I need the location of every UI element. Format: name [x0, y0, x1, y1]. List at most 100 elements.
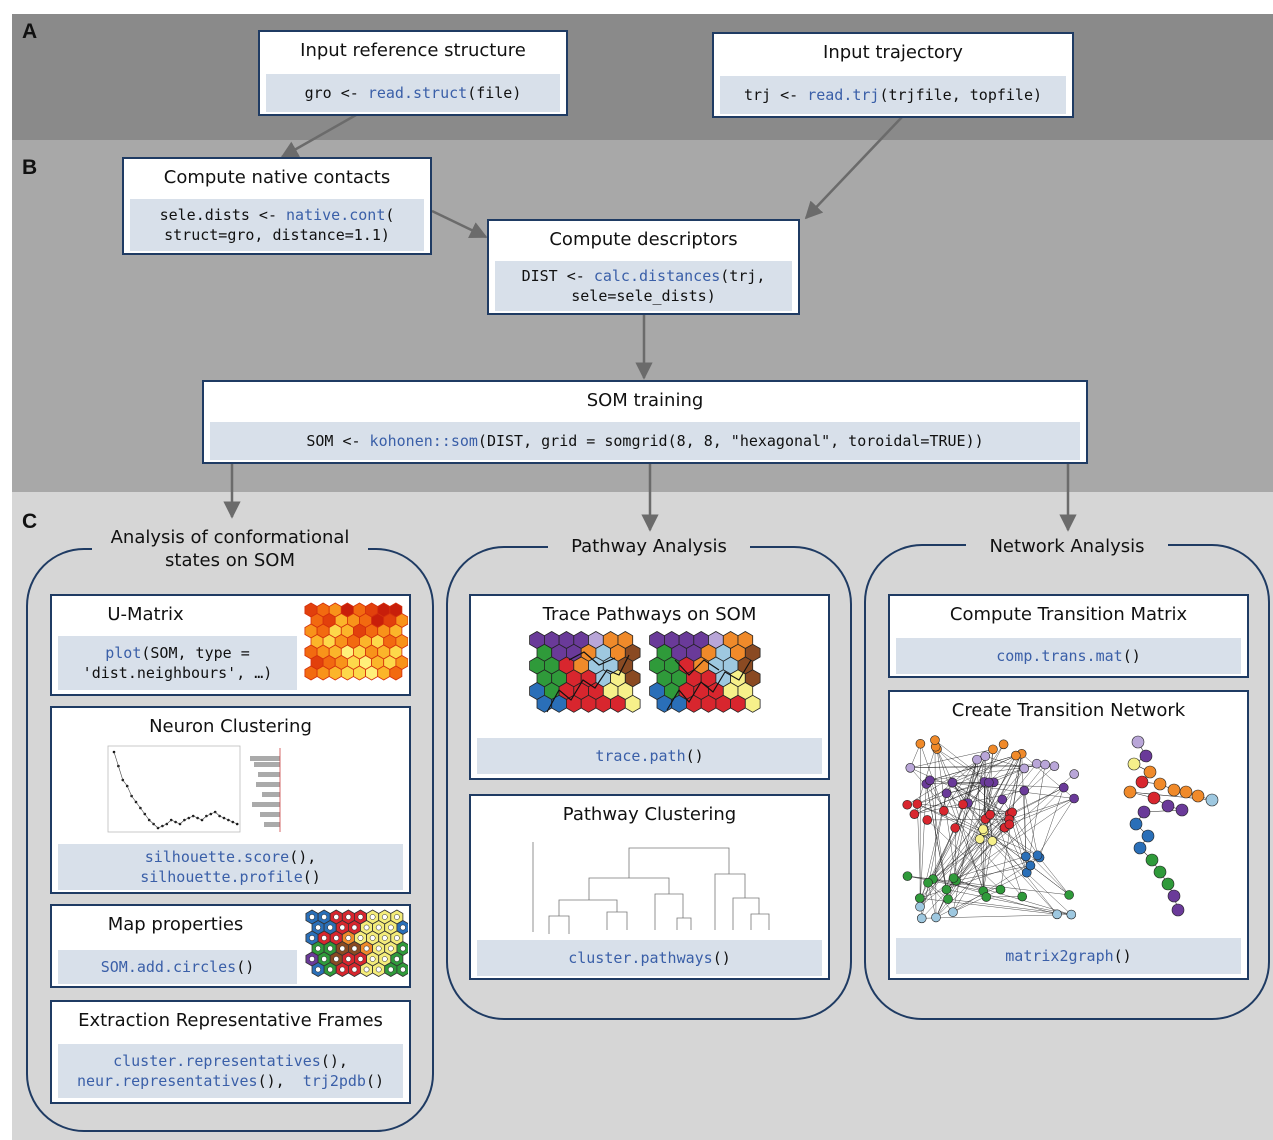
network-node [915, 901, 925, 912]
code-line: trace.path() [595, 746, 703, 766]
network-edge [946, 793, 1058, 915]
trace-cell [686, 694, 702, 713]
network-edge [943, 810, 985, 832]
network-edge [952, 753, 1022, 783]
map-circle [357, 914, 364, 920]
network-edge [927, 819, 1001, 890]
network-node [1011, 750, 1021, 761]
network-edge [917, 755, 1016, 805]
network-edge [934, 740, 989, 783]
map-circle [339, 966, 346, 973]
dendro-branch [558, 899, 618, 916]
umatrix-cell [340, 665, 354, 681]
code-text: () [302, 868, 321, 886]
trace-path-line [546, 654, 630, 713]
network-edge [1024, 790, 1038, 856]
network-node [916, 913, 927, 924]
trace-pathways-box: Trace Pathways on SOM trace.path() [469, 594, 830, 780]
network-edge [1143, 809, 1183, 813]
silhouette-bar [264, 822, 280, 827]
network-edge [1009, 787, 1064, 815]
umatrix-cell [316, 665, 330, 681]
code-line: 'dist.neighbours', …) [83, 663, 273, 683]
code-text: 'dist.neighbours', …) [82, 664, 273, 682]
map-circle [327, 966, 334, 973]
map-circle [381, 956, 388, 962]
dendro-branch [628, 847, 730, 878]
umatrix-cell [365, 665, 379, 681]
network-edge [927, 882, 954, 913]
code-line: silhouette.score(), [140, 847, 321, 867]
network-edge [1037, 855, 1070, 895]
code-text: gro <- [304, 84, 368, 102]
function-name: neur.representatives [76, 1072, 258, 1090]
network-node [1179, 785, 1193, 799]
network-node [974, 834, 985, 844]
network-edge [956, 880, 1072, 915]
code-text: (DIST, grid = somgrid(8, 8, "hexagonal",… [477, 432, 984, 450]
map-circle [369, 935, 376, 941]
map-circle [315, 945, 321, 952]
som-training-title: SOM training [586, 390, 704, 411]
map-circle [309, 956, 315, 962]
network-node [1040, 759, 1050, 770]
extraction-title: Extraction Representative Frames [78, 1010, 383, 1031]
code-text: ( [385, 206, 395, 224]
map-circle [381, 935, 388, 941]
descriptors-box: Compute descriptors DIST <- calc.distanc… [487, 219, 800, 315]
network-edge [929, 780, 947, 890]
network-node [947, 777, 958, 788]
network-node [941, 884, 952, 895]
code-text: SOM <- [306, 432, 370, 450]
transition-network-title: Create Transition Network [951, 700, 1186, 721]
network-edge [955, 798, 1075, 881]
map-circle [339, 924, 346, 931]
pathway-clustering-title: Pathway Clustering [562, 804, 737, 825]
function-name: plot [105, 644, 142, 662]
map-properties-title: Map properties [107, 914, 244, 935]
network-edge [1011, 812, 1027, 857]
network-node [1066, 909, 1077, 920]
network-edge [983, 781, 985, 891]
network-node [1058, 782, 1069, 793]
network-edge [952, 782, 1064, 788]
input-trajectory-box: Input trajectory trj <- read.trj(trjfile… [712, 32, 1074, 118]
network-node [985, 809, 995, 820]
network-edge [914, 763, 1037, 815]
network-node [1021, 851, 1031, 862]
network-node [972, 754, 982, 765]
network-node [902, 799, 913, 810]
network-node [1069, 769, 1080, 779]
input-reference-box: Input reference structure gro <- read.st… [258, 30, 568, 116]
transition-matrix-code: comp.trans.mat() [896, 638, 1241, 674]
trace-pathways-title: Trace Pathways on SOM [542, 604, 757, 625]
silhouette-bar [250, 756, 280, 761]
network-node [1167, 783, 1181, 797]
network-edge [1002, 799, 1040, 858]
code-text: struct=gro, distance=1.1) [164, 226, 390, 244]
code-text: (trj, [720, 267, 766, 285]
code-text: DIST <- [521, 267, 594, 285]
code-line: SOM.add.circles() [101, 957, 255, 977]
input-trajectory-title: Input trajectory [823, 42, 963, 63]
network-node [1004, 819, 1015, 830]
network-edge [952, 782, 1010, 820]
network-edge [919, 783, 927, 907]
function-name: calc.distances [593, 267, 721, 285]
native-contacts-code: sele.dists <- native.cont(struct=gro, di… [130, 199, 424, 251]
transition-matrix-box: Compute Transition Matrix comp.trans.mat… [888, 594, 1249, 678]
network-edge [910, 766, 1055, 769]
network-edge [946, 759, 978, 890]
dendro-branch [606, 911, 628, 930]
code-line: comp.trans.mat() [996, 646, 1141, 666]
network-edge [946, 793, 987, 898]
umatrix-box: U-Matrix plot(SOM, type ='dist.neighbour… [50, 594, 411, 696]
map-circle [394, 956, 400, 962]
neuron-clustering-code: silhouette.score(),silhouette.profile() [58, 844, 403, 890]
function-name: silhouette.profile [140, 868, 303, 886]
network-edge [1039, 787, 1064, 858]
function-name: SOM.add.circles [100, 958, 237, 976]
code-line: cluster.representatives(), [77, 1051, 384, 1071]
network-node [1025, 860, 1036, 871]
